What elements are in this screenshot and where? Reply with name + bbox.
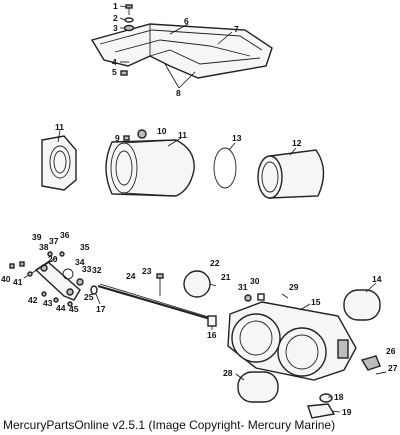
callout-40: 40 bbox=[1, 274, 11, 284]
callout-27: 27 bbox=[388, 363, 398, 373]
callout-28: 28 bbox=[223, 368, 233, 378]
callout-36: 36 bbox=[60, 230, 70, 240]
callout-23: 23 bbox=[142, 266, 152, 276]
callout-34: 34 bbox=[75, 257, 85, 267]
bolt-9[interactable] bbox=[123, 135, 130, 141]
sensor-26[interactable] bbox=[360, 355, 381, 371]
small-screws-left[interactable] bbox=[9, 251, 73, 307]
callout-3: 3 bbox=[113, 23, 118, 33]
screw-27[interactable] bbox=[375, 371, 387, 375]
callout-2: 2 bbox=[113, 13, 118, 23]
callout-17: 17 bbox=[96, 304, 106, 314]
screw-21[interactable] bbox=[209, 283, 217, 287]
callout-29: 29 bbox=[289, 282, 299, 292]
gasket-28[interactable] bbox=[237, 371, 279, 403]
callout-6: 6 bbox=[184, 16, 189, 26]
top-washer[interactable] bbox=[124, 17, 134, 23]
linkage-bracket[interactable] bbox=[34, 261, 81, 301]
throttle-body[interactable] bbox=[227, 301, 357, 381]
callout-9: 9 bbox=[115, 133, 120, 143]
callout-22: 22 bbox=[210, 258, 220, 268]
intake-housing[interactable] bbox=[105, 139, 195, 197]
callout-11a: 11 bbox=[55, 122, 64, 132]
callout-5: 5 bbox=[112, 67, 117, 77]
callout-19: 19 bbox=[342, 407, 352, 417]
spring-clip[interactable] bbox=[62, 268, 74, 280]
callout-15: 15 bbox=[311, 297, 321, 307]
callout-45: 45 bbox=[69, 304, 79, 314]
callout-26: 26 bbox=[386, 346, 396, 356]
nut-10[interactable] bbox=[137, 129, 147, 139]
callout-25: 25 bbox=[84, 292, 94, 302]
lever-ball[interactable] bbox=[76, 278, 84, 286]
clamp-ring[interactable] bbox=[213, 147, 237, 189]
callout-14: 14 bbox=[372, 274, 382, 284]
callout-33: 33 bbox=[82, 264, 92, 274]
leader-lines bbox=[57, 5, 377, 413]
throttle-shaft[interactable] bbox=[97, 283, 215, 322]
callout-38: 38 bbox=[39, 242, 49, 252]
top-grommet[interactable] bbox=[123, 24, 135, 32]
callout-13: 13 bbox=[232, 133, 242, 143]
top-cover[interactable] bbox=[90, 23, 273, 79]
intake-plate-left[interactable] bbox=[41, 135, 77, 191]
callout-1: 1 bbox=[113, 1, 118, 11]
intake-sleeve[interactable] bbox=[257, 149, 325, 199]
callout-43: 43 bbox=[43, 298, 53, 308]
pivot-washer[interactable] bbox=[90, 285, 98, 295]
callout-31: 31 bbox=[238, 282, 248, 292]
gasket-14[interactable] bbox=[343, 289, 381, 321]
screw-23[interactable] bbox=[156, 273, 164, 296]
callout-labels: 1 2 3 4 5 6 7 8 9 10 11 11 12 13 14 15 1… bbox=[1, 1, 398, 417]
bushing-16[interactable] bbox=[207, 315, 217, 327]
callout-12: 12 bbox=[292, 138, 302, 148]
callout-37: 37 bbox=[49, 236, 59, 246]
callout-10: 10 bbox=[157, 126, 167, 136]
callout-32: 32 bbox=[92, 265, 102, 275]
callout-41: 41 bbox=[13, 277, 23, 287]
sensor-18[interactable] bbox=[319, 393, 333, 403]
callout-39: 39 bbox=[32, 232, 42, 242]
sensor-19[interactable] bbox=[307, 403, 336, 419]
callout-21: 21 bbox=[221, 272, 231, 282]
callout-8: 8 bbox=[176, 88, 181, 98]
fitting-30-31[interactable] bbox=[244, 293, 265, 302]
callout-20: 20 bbox=[48, 254, 58, 264]
callout-35: 35 bbox=[80, 242, 90, 252]
callout-24: 24 bbox=[126, 271, 136, 281]
callout-16: 16 bbox=[207, 330, 217, 340]
callout-42: 42 bbox=[28, 295, 38, 305]
callout-18: 18 bbox=[334, 392, 344, 402]
top-screw[interactable] bbox=[125, 4, 133, 15]
pin-29[interactable] bbox=[281, 293, 289, 299]
callout-44: 44 bbox=[56, 303, 66, 313]
callout-4: 4 bbox=[112, 57, 117, 67]
callout-11b: 11 bbox=[178, 130, 187, 140]
small-pin[interactable] bbox=[120, 61, 129, 76]
throttle-plate-22[interactable] bbox=[183, 270, 211, 298]
callout-7: 7 bbox=[234, 24, 239, 34]
callout-30: 30 bbox=[250, 276, 260, 286]
image-caption: MercuryPartsOnline v2.5.1 (Image Copyrig… bbox=[3, 418, 336, 432]
link-rod[interactable] bbox=[23, 257, 57, 279]
